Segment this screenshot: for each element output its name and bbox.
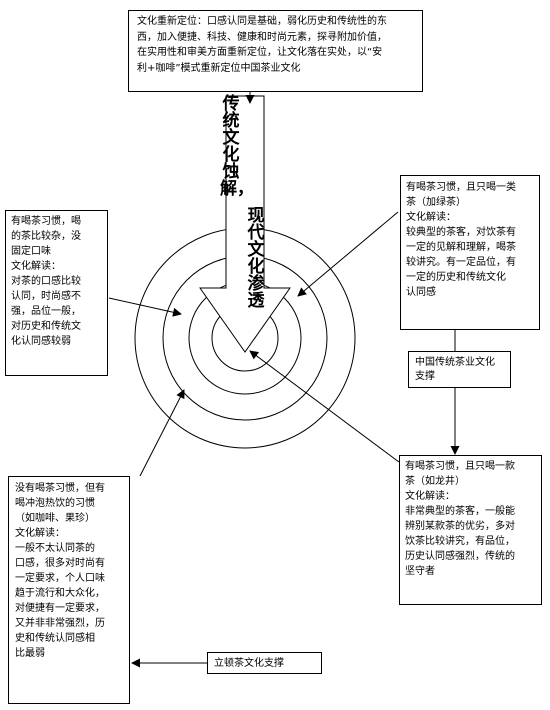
arrow-right-bottom-to-center	[249, 350, 400, 463]
text-line: 认同，时尚感不	[11, 291, 81, 302]
text-line: 史和传统认同感相	[15, 633, 95, 644]
text-line: 有喝茶习惯，且只喝一类	[406, 182, 516, 193]
text-line: 又并非非常强烈，历	[15, 618, 105, 629]
penetration-arrow-shape	[199, 95, 291, 353]
text-line: 固定口味	[11, 246, 51, 257]
text-line: 一般不太认同茶的	[15, 543, 95, 554]
text-line: 文化解读：	[15, 528, 65, 539]
text-line: 利+咖啡”模式重新定位中国茶业文化	[137, 62, 301, 74]
text-line: 有喝茶习惯，且只喝一款	[405, 461, 515, 472]
text-line: 文化解读：	[11, 261, 61, 272]
text-line: 一定要求，个人口味	[15, 573, 105, 584]
text-line: 茶（加绿茶）	[406, 197, 466, 208]
text-line: 口感，很多对时尚有	[15, 558, 105, 569]
text-line: 对茶的口感比较	[11, 276, 81, 287]
text-line: 立顿茶文化支撑	[214, 658, 284, 669]
arrow-left-bottom-to-circle	[139, 389, 185, 477]
vertical-title-column-2: 现代文化渗透	[247, 206, 265, 311]
text-line: 较讲究。有一定品位，有	[406, 257, 516, 268]
arrow-right-top-to-circle	[297, 211, 399, 297]
vertical-title: 传统文化蚀解， 现代文化渗透	[215, 94, 275, 310]
text-line: 茶（如龙井）	[405, 476, 465, 487]
text-line: 饮茶比较讲究，有品位，	[405, 536, 515, 547]
text-line: 趋于流行和大众化，	[15, 588, 105, 599]
mixed-tea-drinker-box: 有喝茶习惯，喝 的茶比较杂，没 固定口味 文化解读： 对茶的口感比较 认同，时尚…	[5, 210, 108, 376]
text-line: 文化重新定位：口感认同是基础，弱化历史和传统性的东	[137, 16, 387, 27]
text-line: 在实用性和审美方面重新定位，让文化落在实处，以“安	[137, 47, 383, 58]
one-tea-drinker-box: 有喝茶习惯，且只喝一款 茶（如龙井） 文化解读： 非常典型的茶客，一般能 辨别某…	[399, 455, 542, 605]
text-line: 一定的见解和理解，喝茶	[406, 242, 516, 253]
non-tea-drinker-box: 没有喝茶习惯，但有 喝冲泡热饮的习惯 （如咖啡、果珍） 文化解读： 一般不太认同…	[8, 476, 130, 704]
text-line: 历史认同感强烈，传统的	[405, 551, 515, 562]
text-line: 一定的历史和传统文化	[406, 272, 506, 283]
text-line: 比最弱	[15, 648, 45, 659]
text-line: 化认同感较弱	[11, 336, 71, 347]
one-category-drinker-box: 有喝茶习惯，且只喝一类 茶（加绿茶） 文化解读： 较典型的茶客，对饮茶有 一定的…	[400, 175, 540, 330]
text-line: 西，加入便捷、科技、健康和时尚元素，探寻附加价值，	[137, 31, 387, 43]
text-line: 喝冲泡热饮的习惯	[15, 498, 95, 509]
text-line: 非常典型的茶客，一般能	[405, 506, 515, 517]
text-line: 没有喝茶习惯，但有	[15, 483, 105, 494]
vertical-title-column-1: 传统文化蚀解，	[220, 94, 254, 199]
text-line: （如咖啡、果珍）	[15, 513, 95, 524]
text-line: 对便捷有一定要求，	[15, 603, 105, 614]
text-line: 认同感	[406, 287, 436, 298]
arrow-left-box-to-circle	[108, 297, 182, 317]
cultural-repositioning-box: 文化重新定位：口感认同是基础，弱化历史和传统性的东 西，加入便捷、科技、健康和时…	[128, 10, 423, 92]
text-line: 文化解读：	[405, 491, 455, 502]
lipton-tea-culture-support-box: 立顿茶文化支撑	[207, 652, 322, 674]
text-line: 较典型的茶客，对饮茶有	[406, 227, 516, 238]
text-line: 坚守者	[405, 566, 435, 577]
text-line: 中国传统茶业文化	[415, 357, 495, 368]
text-line: 辨别某款茶的优劣，多对	[405, 521, 515, 532]
text-line: 对历史和传统文	[11, 321, 81, 332]
text-line: 支撑	[415, 371, 435, 382]
text-line: 文化解读：	[406, 212, 456, 223]
text-line: 的茶比较杂，没	[11, 231, 81, 242]
text-line: 有喝茶习惯，喝	[11, 216, 81, 227]
text-line: 强，品位一般，	[11, 306, 81, 317]
chinese-tea-culture-support-box: 中国传统茶业文化 支撑	[408, 351, 511, 388]
